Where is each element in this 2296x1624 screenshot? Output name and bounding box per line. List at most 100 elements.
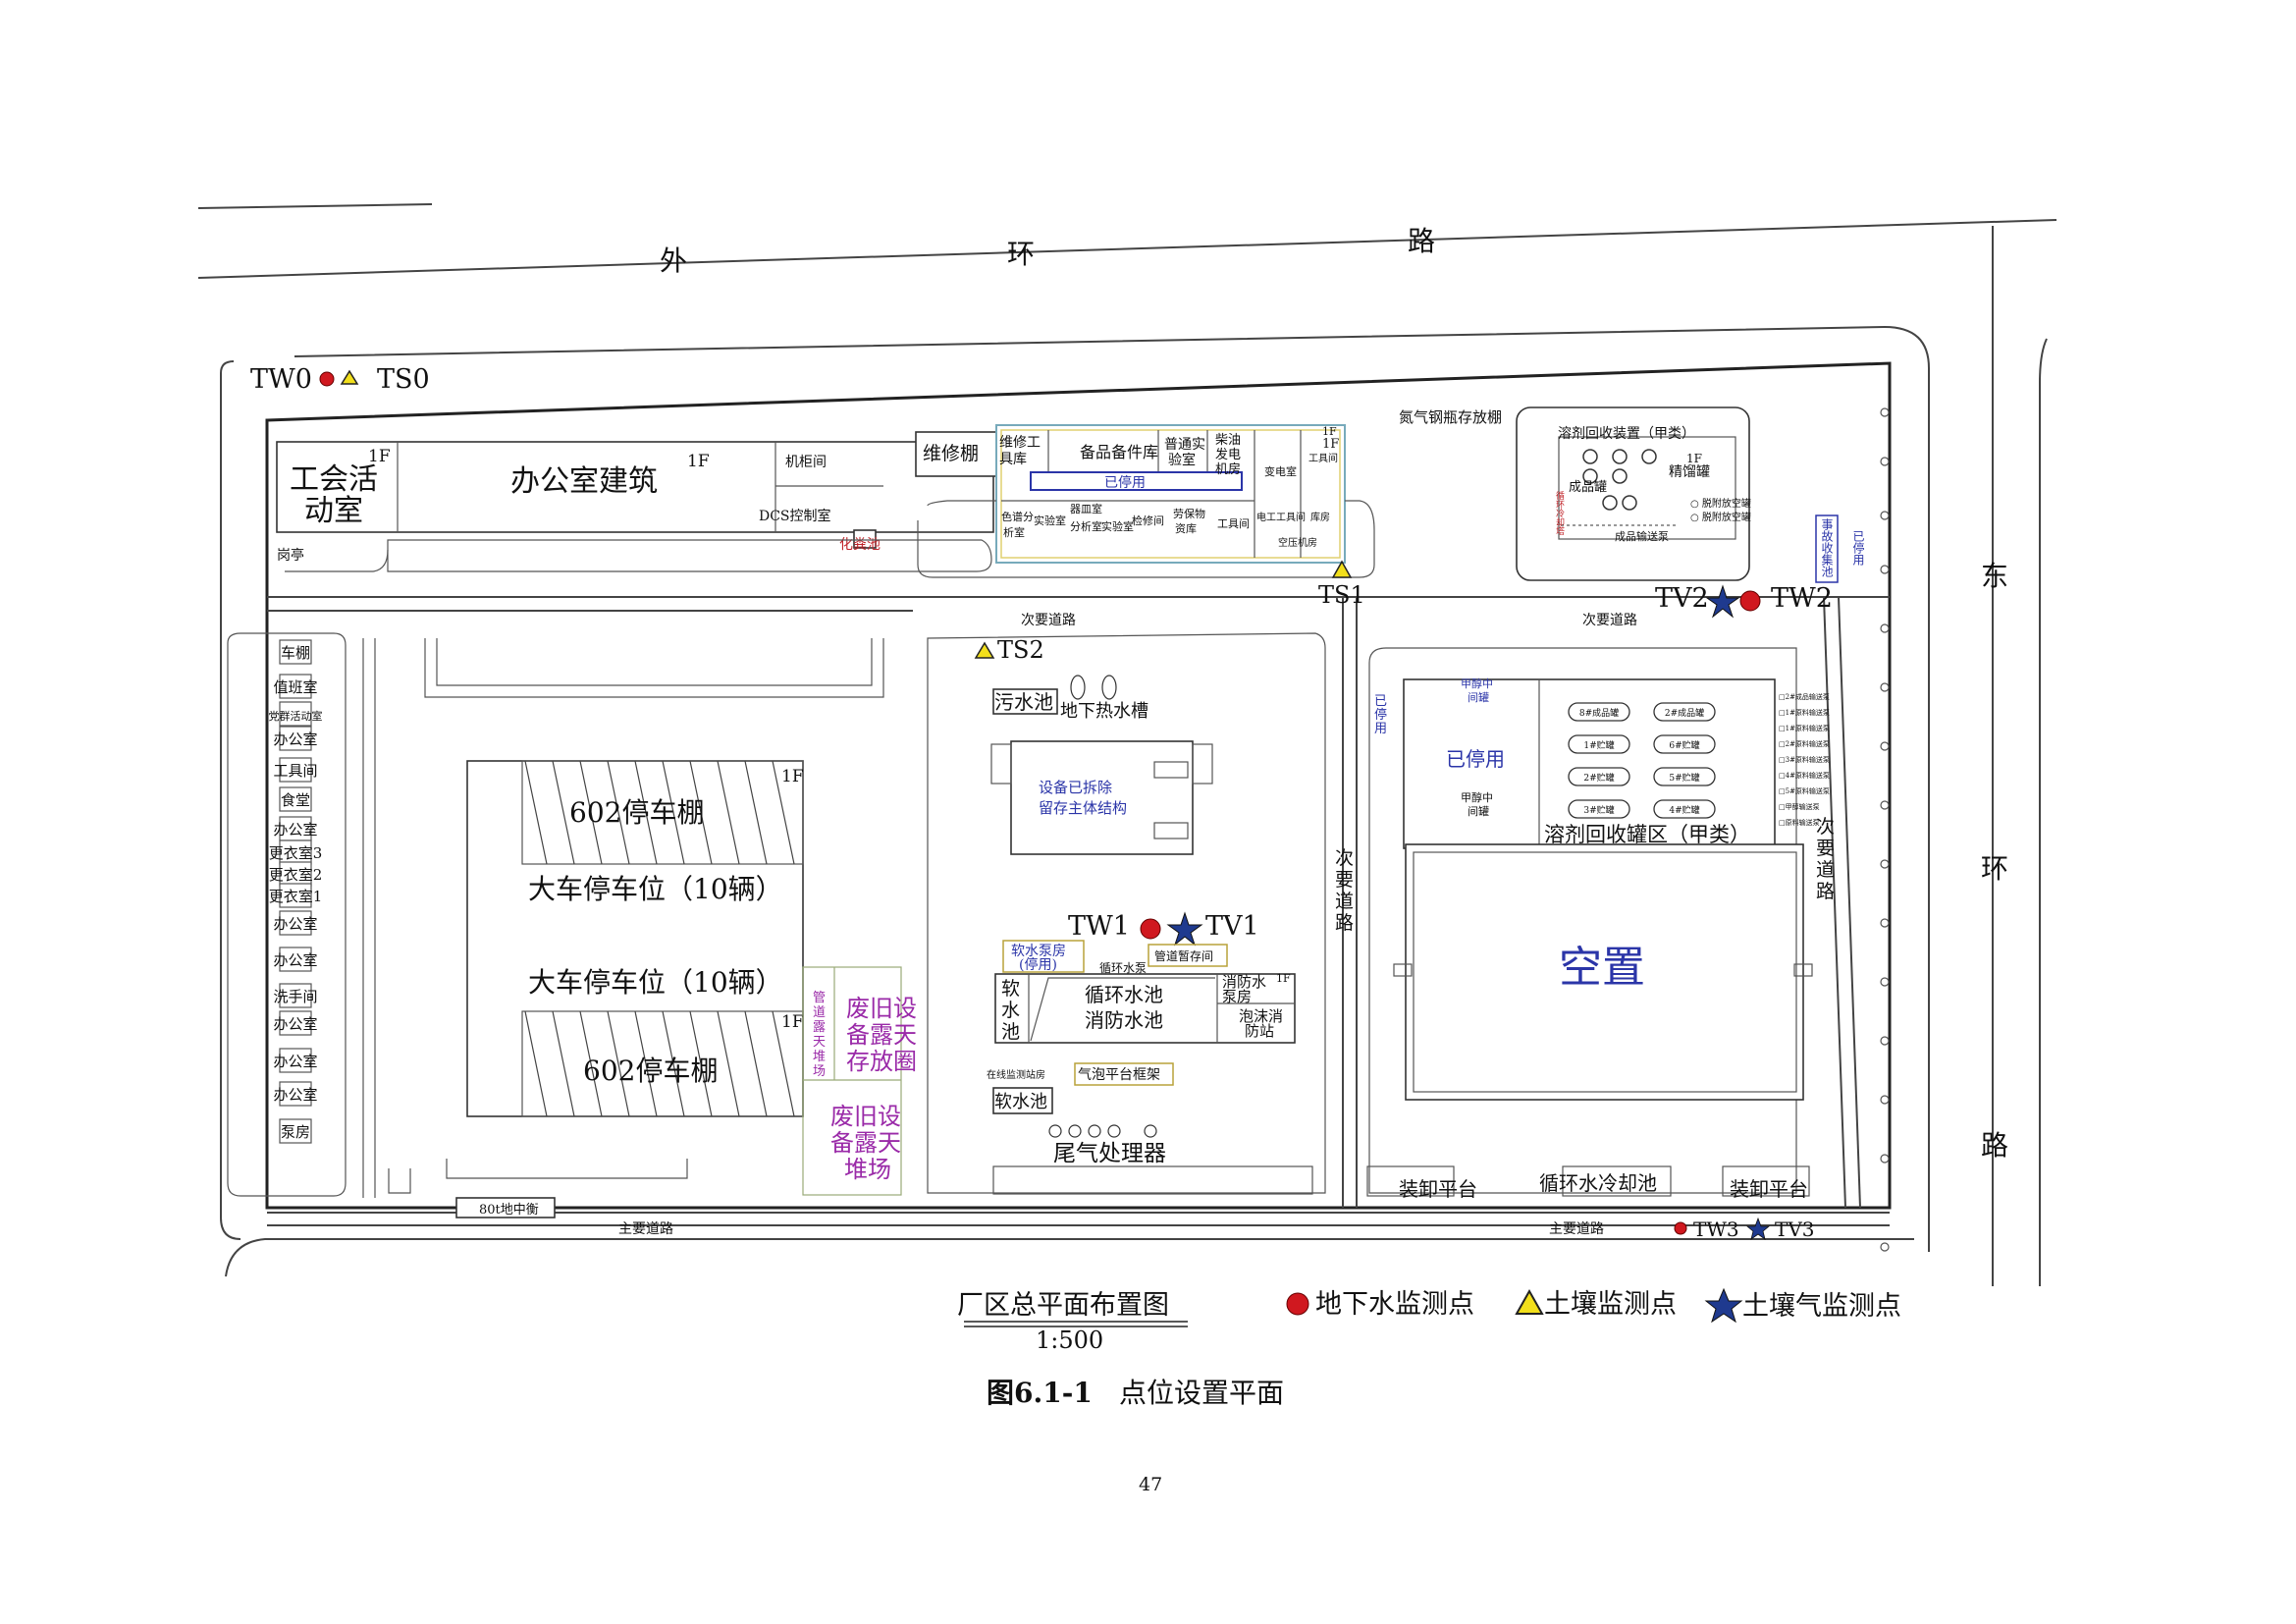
nitrogen-shed-label: 氮气钢瓶存放棚 [1399,408,1502,426]
underground-tank-label: 地下热水槽 [1060,701,1148,722]
room-cell [279,861,312,887]
floor-label: 1F [1686,452,1702,465]
parking-stripe [717,760,740,865]
room-label: 办公室 [273,1086,317,1104]
circulating-pump-label: 循环水泵 [1099,961,1147,975]
parking-stripe [607,760,630,865]
parking-area [466,760,804,1117]
room-label: 车棚 [281,644,310,662]
pump-list: □2#成品输送泵□1#原料输送泵□1#原料输送泵□2#原料输送泵□3#原料输送泵… [1779,692,1830,827]
disabled-label-vertical: 已停用 [1851,530,1865,567]
scrubber-units [1048,1124,1157,1138]
repair-tool-store-label: 具库 [999,452,1027,467]
tank-label: 5#贮罐 [1669,772,1699,784]
sewage-pool-label: 污水池 [994,690,1053,714]
substation-label: 变电室 [1264,464,1297,478]
room-cell [279,983,312,1008]
general-lab-label: 普通实 [1164,437,1205,453]
dismantled-label-1: 设备已拆除 [1039,779,1112,796]
soil-point-ts1 [1331,560,1353,578]
pump-label: □甲醇输送泵 [1779,802,1820,811]
plant-boundary [265,361,1892,1226]
tool-room-label: 工具间 [1217,517,1250,530]
scrap-yard [802,966,902,1196]
pipe-yard-label: 堆 [813,1050,826,1064]
weighbridge-label: 80t地中衡 [479,1203,539,1218]
tank-label: 6#贮罐 [1669,739,1699,751]
desorption-tank-label: ○ 脱附放空罐 [1690,497,1751,510]
lab-building [995,424,1346,564]
cabinet-room-label: 机柜间 [785,455,827,470]
parking-stripe [689,760,713,865]
parking-stripes [524,760,795,1117]
fence-posts [1880,407,1890,1252]
disabled-zone [1030,471,1243,491]
room-label: 泵房 [281,1123,310,1141]
dcs-room-label: DCS控制室 [759,508,831,524]
pump-label: □3#原料输送泵 [1779,755,1830,764]
storage-tank [1653,734,1716,754]
room-cell [279,1118,312,1144]
parking-stripe [579,760,603,865]
room-label: 办公室 [273,1015,317,1033]
bus-parking-2-label: 大车停车位（10辆） [528,966,783,999]
pipe-yard-label: 场 [813,1064,826,1079]
chromatography-room-label: 色谱分 [1001,510,1034,523]
room-cell [279,639,312,665]
general-lab-label: 验室 [1168,452,1196,468]
vertical-red-label: 循环冷却塔 [1554,490,1565,536]
secondary-road-vertical-2: 要 [1335,869,1354,891]
pump-label: □2#原料输送泵 [1779,739,1830,748]
room-cell [279,786,312,812]
legend-title: 厂区总平面布置图 [957,1290,1169,1321]
parking-stripe [662,760,685,865]
parking-stripe [744,1010,768,1117]
dismantled-equipment [1010,740,1194,855]
secondary-road-label: 次要道路 [1021,613,1076,628]
legend-soil-icon [1515,1288,1544,1315]
lab-room-label: 实验室 [1101,519,1134,533]
pump-label: □5#原料输送泵 [1779,786,1830,795]
parking-stripe [524,1010,548,1117]
parking-stripe [662,1010,685,1117]
office-building-label: 办公室建筑 [510,464,658,499]
room-cell [279,674,312,699]
parking-stripe [524,760,548,865]
fire-pool-label: 消防水池 [1085,1008,1163,1032]
soft-water-pump-label: (停用) [1019,956,1057,973]
groundwater-point-tw0 [319,371,335,387]
dismantled-label-2: 留存主体结构 [1039,799,1127,817]
guard-kiosk-label: 岗亭 [277,547,304,564]
septic-tank [853,529,877,549]
tank-label: 3#贮罐 [1583,804,1614,816]
pump-label: □4#原料输送泵 [1779,771,1830,780]
floor-label: 1F [781,767,804,786]
point-label-ts1: TS1 [1318,581,1365,609]
repair-tool-store-label: 维修工 [999,435,1041,451]
weighbridge [455,1197,556,1218]
pump-label: □2#成品输送泵 [1779,692,1830,701]
point-label-tw0: TW0 [250,364,312,395]
soft-water-pool-label: 软水池 [994,1092,1047,1112]
figure-caption: 点位设置平面 [1119,1377,1284,1409]
room-cell [279,726,312,751]
office-block [276,441,994,533]
secondary-road-vertical-1: 次 [1335,847,1354,869]
pump-label: □1#原料输送泵 [1779,724,1830,732]
secondary-road-vertical-4: 路 [1816,881,1835,902]
repair-shed [915,431,997,477]
point-label-ts0: TS0 [377,364,430,395]
floor-label: 1F [687,452,710,471]
room-cell [279,816,312,841]
room-label: 更衣室3 [269,844,323,862]
scrap-area-2-label: 备露天 [830,1129,901,1157]
room-label: 食堂 [281,791,310,809]
parking-stripe [634,760,658,865]
tank-label: 1#贮罐 [1583,739,1614,751]
room-label: 更衣室2 [269,866,323,884]
ppe-store-label: 资库 [1175,522,1197,535]
scrap-area-2-label: 废旧设 [830,1103,901,1130]
scrap-area-1-label: 存放圈 [846,1048,917,1075]
